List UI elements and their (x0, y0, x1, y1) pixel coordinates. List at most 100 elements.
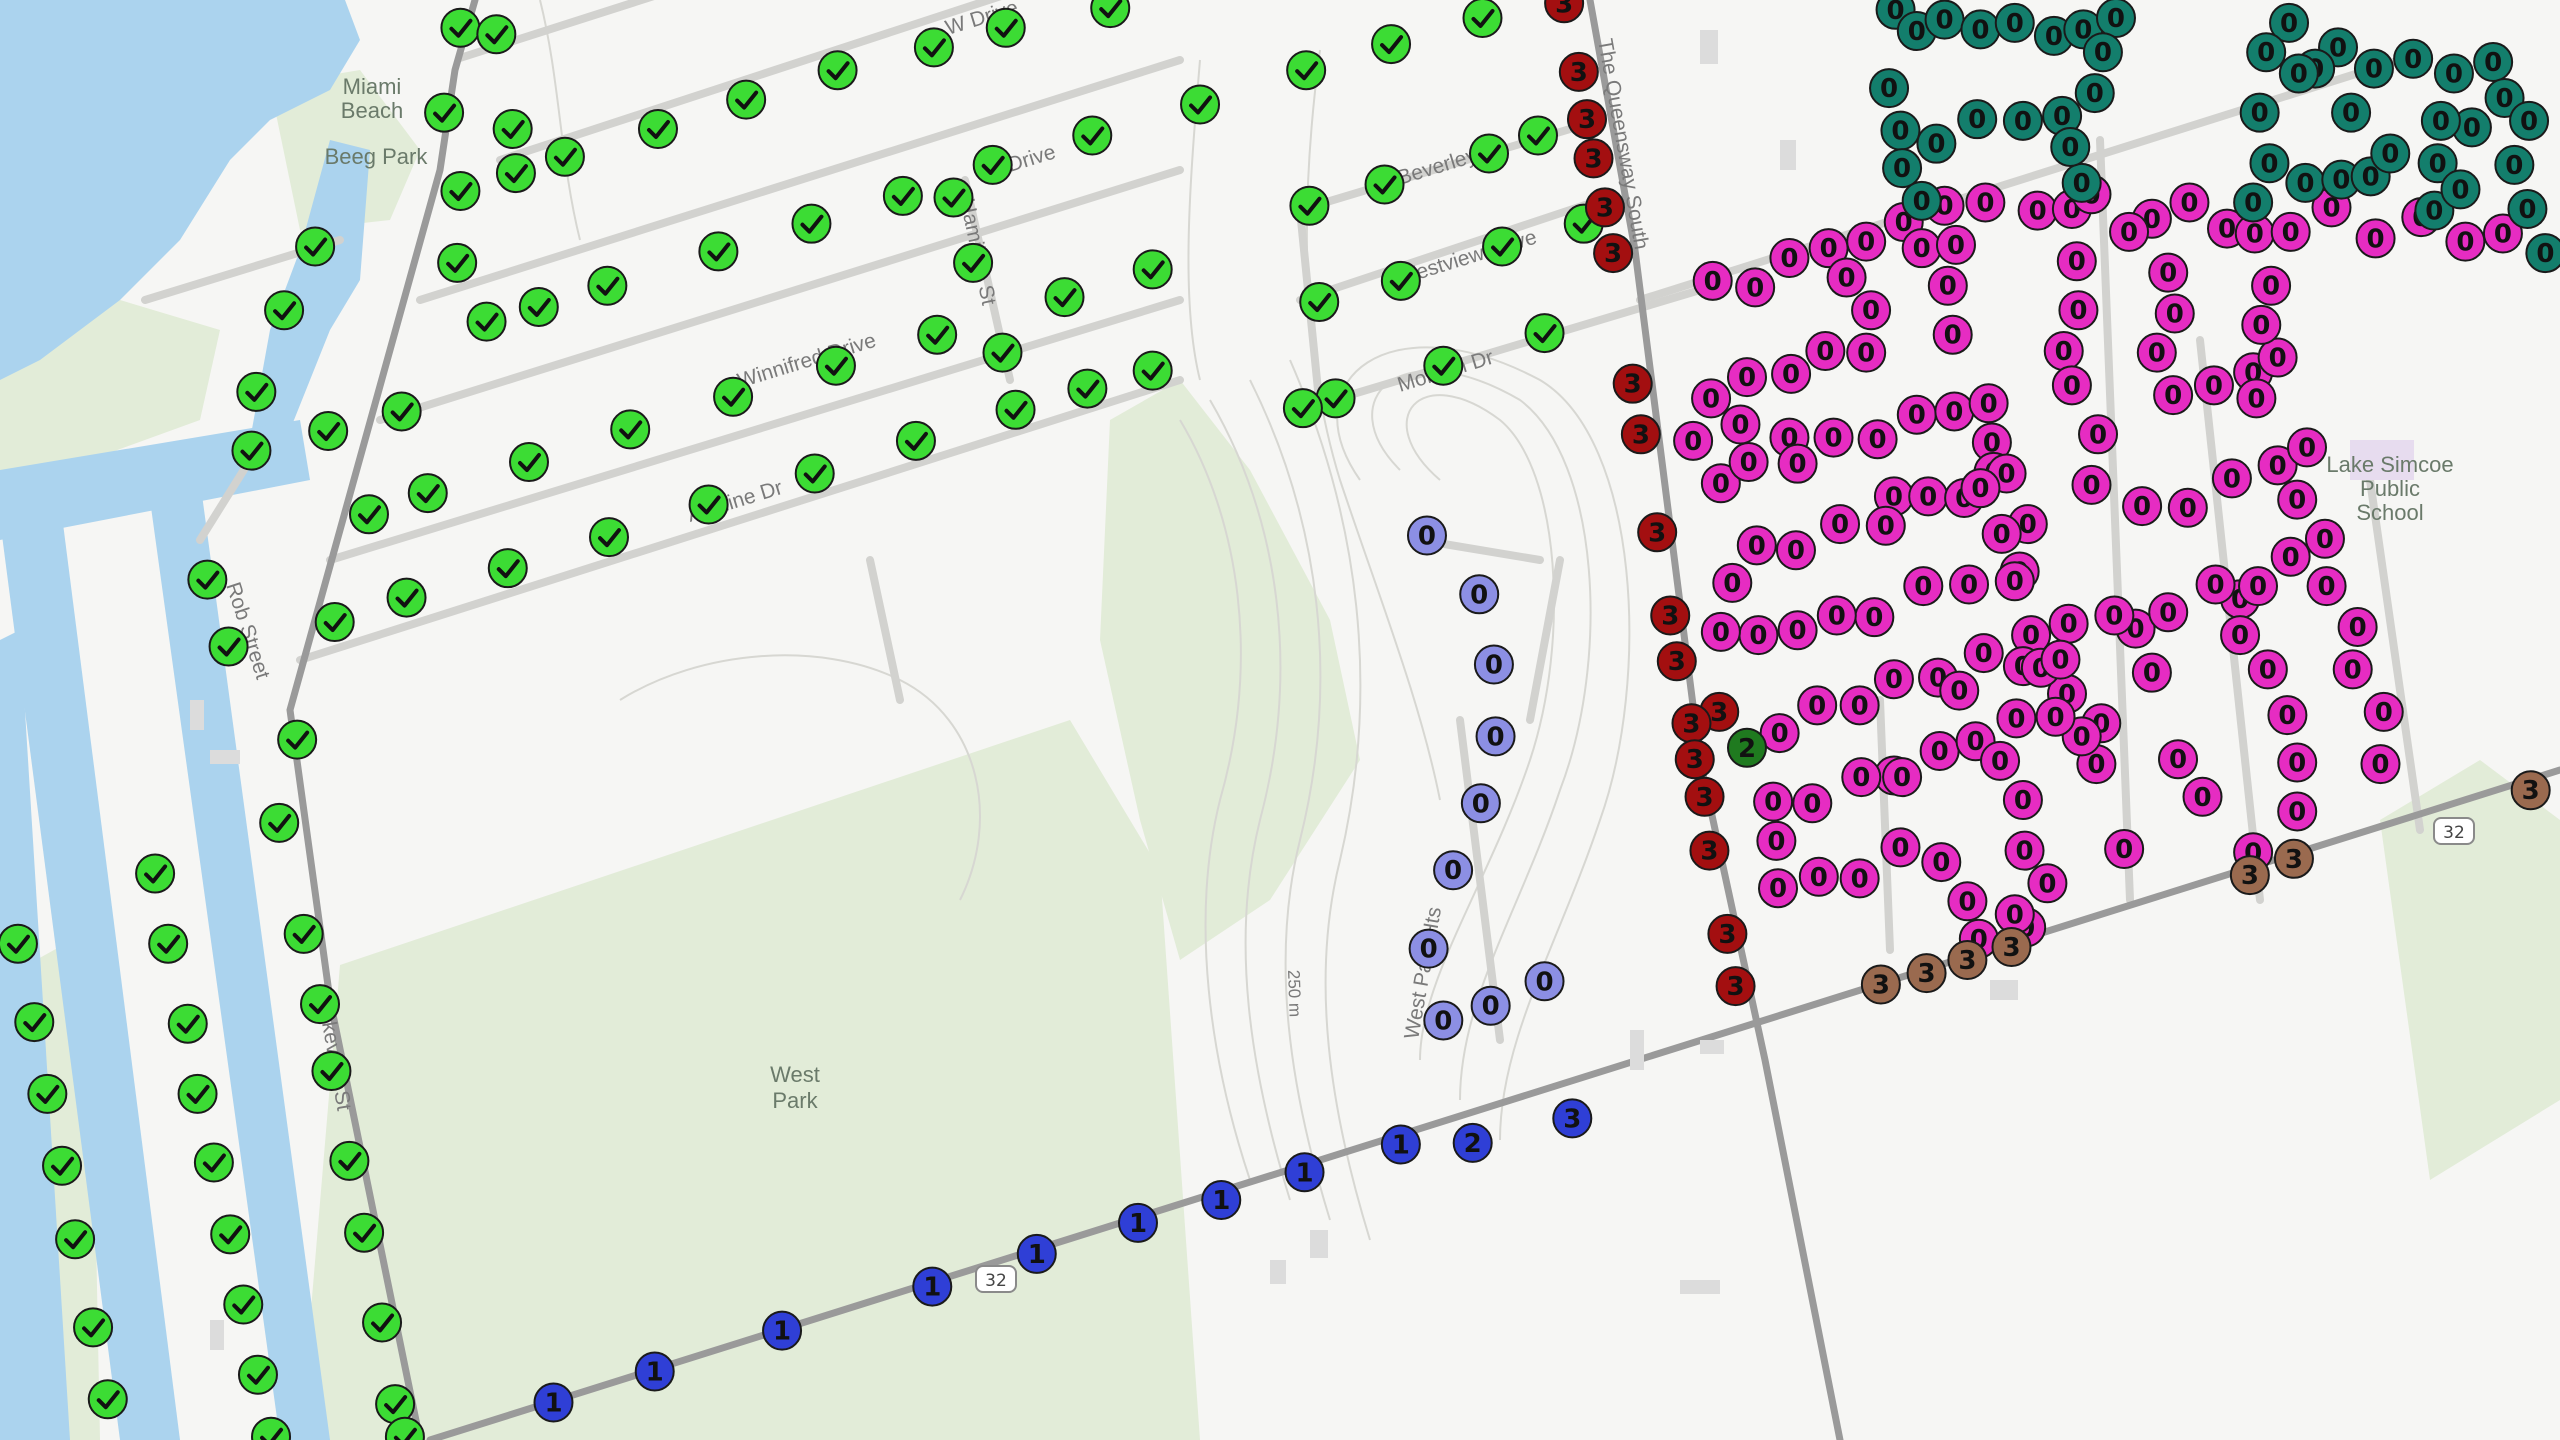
teal-zero-marker[interactable]: 0 (2451, 107, 2492, 148)
green-check-marker[interactable] (1462, 0, 1503, 38)
teal-zero-marker[interactable]: 0 (2473, 42, 2514, 83)
teal-zero-marker[interactable]: 0 (2269, 2, 2310, 43)
green-check-marker[interactable] (1132, 249, 1173, 290)
magenta-zero-marker[interactable]: 0 (2306, 566, 2347, 607)
magenta-zero-marker[interactable]: 0 (1901, 228, 1942, 269)
dark-red-three-marker[interactable]: 3 (1656, 641, 1697, 682)
magenta-zero-marker[interactable]: 0 (1980, 740, 2021, 781)
magenta-zero-marker[interactable]: 0 (2002, 780, 2043, 821)
magenta-zero-marker[interactable]: 0 (2211, 458, 2252, 499)
green-check-marker[interactable] (177, 1073, 218, 1114)
green-check-marker[interactable] (917, 314, 958, 355)
teal-zero-marker[interactable]: 0 (2525, 233, 2560, 274)
dark-red-three-marker[interactable]: 3 (1544, 0, 1585, 24)
green-check-marker[interactable] (1072, 115, 1113, 156)
dark-red-three-marker[interactable]: 3 (1689, 830, 1730, 871)
magenta-zero-marker[interactable]: 0 (2277, 742, 2318, 783)
green-check-marker[interactable] (495, 153, 536, 194)
green-check-marker[interactable] (27, 1073, 68, 1114)
magenta-zero-marker[interactable]: 0 (2482, 213, 2523, 254)
green-check-marker[interactable] (1482, 226, 1523, 267)
teal-zero-marker[interactable]: 0 (2061, 162, 2102, 203)
magenta-zero-marker[interactable]: 0 (1896, 394, 1937, 435)
magenta-zero-marker[interactable]: 0 (2287, 427, 2328, 468)
magenta-zero-marker[interactable]: 0 (1777, 610, 1818, 651)
magenta-zero-marker[interactable]: 0 (1692, 260, 1733, 301)
magenta-zero-marker[interactable]: 0 (1839, 685, 1880, 726)
green-check-marker[interactable] (300, 984, 341, 1025)
brown-three-marker[interactable]: 3 (1860, 964, 1901, 1005)
green-check-marker[interactable] (544, 136, 585, 177)
magenta-zero-marker[interactable]: 0 (1753, 781, 1794, 822)
magenta-zero-marker[interactable]: 0 (1813, 417, 1854, 458)
magenta-zero-marker[interactable]: 0 (1949, 564, 1990, 605)
magenta-zero-marker[interactable]: 0 (1865, 505, 1906, 546)
magenta-zero-marker[interactable]: 0 (1996, 698, 2037, 739)
magenta-zero-marker[interactable]: 0 (2195, 564, 2236, 605)
green-check-marker[interactable] (713, 376, 754, 417)
green-check-marker[interactable] (407, 473, 448, 514)
green-check-marker[interactable] (1524, 313, 1565, 354)
teal-zero-marker[interactable]: 0 (2440, 169, 2481, 210)
green-check-marker[interactable] (817, 50, 858, 91)
green-check-marker[interactable] (135, 853, 176, 894)
magenta-zero-marker[interactable]: 0 (2109, 211, 2150, 252)
green-check-marker[interactable] (362, 1302, 403, 1343)
green-check-marker[interactable] (1180, 84, 1221, 125)
teal-zero-marker[interactable]: 0 (2494, 144, 2535, 185)
green-check-marker[interactable] (237, 1354, 278, 1395)
magenta-zero-marker[interactable]: 0 (1735, 267, 1776, 308)
green-check-marker[interactable] (311, 1051, 352, 1092)
blue-two-marker[interactable]: 2 (1452, 1122, 1493, 1163)
green-check-marker[interactable] (1299, 282, 1340, 323)
magenta-zero-marker[interactable]: 0 (2241, 304, 2282, 345)
magenta-zero-marker[interactable]: 0 (1691, 378, 1732, 419)
magenta-zero-marker[interactable]: 0 (2251, 265, 2292, 306)
magenta-zero-marker[interactable]: 0 (1908, 476, 1949, 517)
green-check-marker[interactable] (440, 7, 481, 48)
green-check-marker[interactable] (236, 371, 277, 412)
teal-zero-marker[interactable]: 0 (2509, 100, 2550, 141)
dark-red-three-marker[interactable]: 3 (1593, 233, 1634, 274)
magenta-zero-marker[interactable]: 0 (1857, 419, 1898, 460)
green-check-marker[interactable] (308, 411, 349, 452)
green-check-marker[interactable] (1380, 260, 1421, 301)
lavender-zero-marker[interactable]: 0 (1459, 574, 1500, 615)
magenta-zero-marker[interactable]: 0 (1775, 530, 1816, 571)
magenta-zero-marker[interactable]: 0 (2355, 218, 2396, 259)
magenta-zero-marker[interactable]: 0 (2337, 606, 2378, 647)
magenta-zero-marker[interactable]: 0 (1738, 615, 1779, 656)
teal-zero-marker[interactable]: 0 (2074, 73, 2115, 114)
magenta-zero-marker[interactable]: 0 (2040, 639, 2081, 680)
teal-zero-marker[interactable]: 0 (2002, 100, 2043, 141)
magenta-zero-marker[interactable]: 0 (2277, 791, 2318, 832)
teal-zero-marker[interactable]: 0 (2033, 15, 2074, 56)
magenta-zero-marker[interactable]: 0 (1932, 314, 1973, 355)
magenta-zero-marker[interactable]: 0 (1797, 685, 1838, 726)
teal-zero-marker[interactable]: 0 (1916, 123, 1957, 164)
magenta-zero-marker[interactable]: 0 (1826, 257, 1867, 298)
green-check-marker[interactable] (1469, 133, 1510, 174)
magenta-zero-marker[interactable]: 0 (2270, 536, 2311, 577)
teal-zero-marker[interactable]: 0 (2233, 182, 2274, 223)
magenta-zero-marker[interactable]: 0 (2004, 830, 2045, 871)
magenta-zero-marker[interactable]: 0 (2169, 182, 2210, 223)
lavender-zero-marker[interactable]: 0 (1433, 850, 1474, 891)
green-check-marker[interactable] (508, 442, 549, 483)
blue-one-marker[interactable]: 1 (1201, 1180, 1242, 1221)
magenta-zero-marker[interactable]: 0 (1921, 842, 1962, 883)
green-check-marker[interactable] (518, 286, 559, 327)
magenta-zero-marker[interactable]: 0 (2153, 375, 2194, 416)
teal-zero-marker[interactable]: 0 (1957, 99, 1998, 140)
magenta-zero-marker[interactable]: 0 (2332, 649, 2373, 690)
magenta-zero-marker[interactable]: 0 (2078, 414, 2119, 455)
magenta-zero-marker[interactable]: 0 (1981, 513, 2022, 554)
lavender-zero-marker[interactable]: 0 (1470, 985, 1511, 1026)
teal-zero-marker[interactable]: 0 (2249, 143, 2290, 184)
magenta-zero-marker[interactable]: 0 (1769, 237, 1810, 278)
teal-zero-marker[interactable]: 0 (2246, 32, 2287, 73)
dark-green-two-marker[interactable]: 2 (1726, 727, 1767, 768)
magenta-zero-marker[interactable]: 0 (1798, 856, 1839, 897)
green-check-marker[interactable] (1090, 0, 1131, 29)
green-check-marker[interactable] (277, 719, 318, 760)
